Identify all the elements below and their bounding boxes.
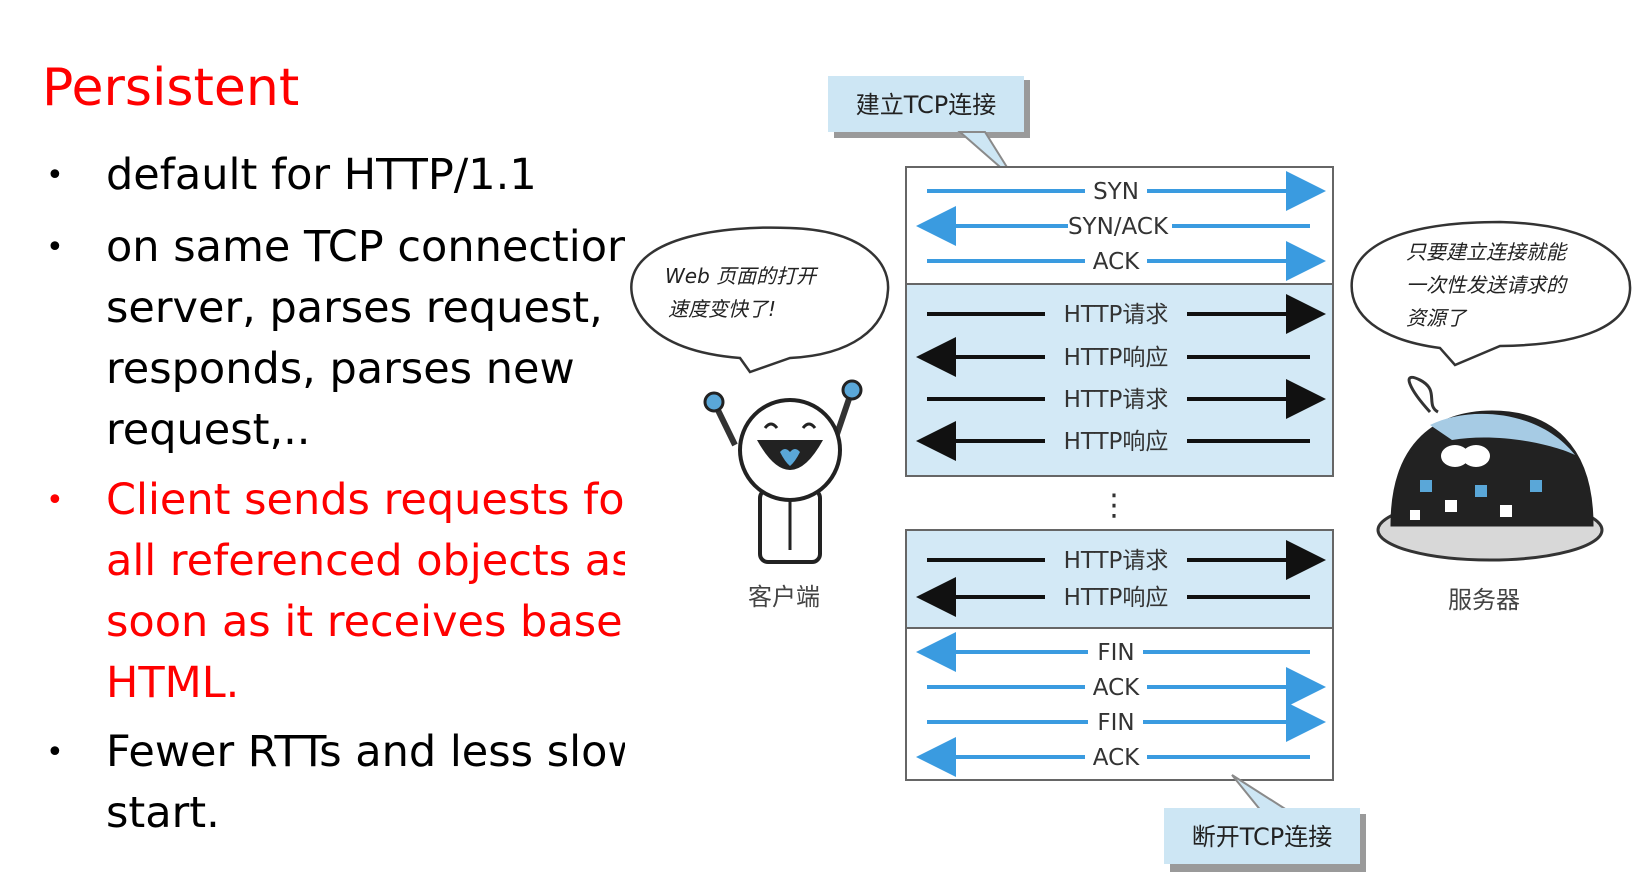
request-arrows-2: HTTP请求 HTTP响应: [916, 540, 1326, 617]
arrow-label: HTTP响应: [1064, 429, 1169, 455]
callout-close-text: 断开TCP连接: [1192, 823, 1332, 851]
bullet-marker: •: [46, 230, 64, 265]
bullet-marker: •: [46, 483, 64, 518]
server-bubble-line: 只要建立连接就能: [1406, 240, 1568, 264]
server-speech-bubble: 只要建立连接就能 一次性发送请求的 资源了: [1350, 220, 1632, 367]
arrow-label: HTTP请求: [1064, 387, 1169, 413]
arrow-label: HTTP响应: [1064, 585, 1169, 611]
arrow-label: HTTP请求: [1064, 302, 1169, 328]
client-label: 客户端: [748, 583, 820, 611]
ellipsis: ⋮: [1099, 488, 1129, 523]
arrow-label: HTTP请求: [1064, 548, 1169, 574]
bullet-text: Fewer RTTs and less slow start.: [106, 727, 625, 838]
requests-panel-2: [905, 529, 1334, 629]
client-speech-bubble: Web 页面的打开 速度变快了!: [630, 226, 890, 374]
arrow-label: HTTP响应: [1064, 345, 1169, 371]
callout-close-connection: 断开TCP连接: [1164, 774, 1366, 872]
callout-open-connection: 建立TCP连接: [828, 76, 1030, 181]
server-bubble-line: 一次性发送请求的: [1406, 273, 1568, 297]
bullet-marker: •: [46, 735, 64, 770]
server-bubble-line: 资源了: [1406, 306, 1468, 330]
teardown-arrows: FIN ACK FIN ACK: [916, 632, 1326, 777]
client-robot-illustration: [703, 379, 863, 564]
arrow-label: SYN/ACK: [1068, 214, 1169, 240]
bullet-list: • default for HTTP/1.1 • on same TCP con…: [0, 0, 625, 892]
client-bubble-line: 速度变快了!: [668, 297, 776, 321]
server-label: 服务器: [1448, 586, 1520, 614]
arrow-label: ACK: [1093, 249, 1140, 275]
arrow-label: ACK: [1093, 675, 1140, 701]
callout-open-text: 建立TCP连接: [856, 91, 996, 119]
arrow-label: FIN: [1097, 640, 1134, 666]
server-robot-illustration: [1376, 375, 1604, 562]
handshake-arrows: SYN SYN/ACK ACK: [916, 171, 1326, 281]
client-bubble-line: Web 页面的打开: [665, 264, 819, 288]
bullet-marker: •: [46, 158, 64, 193]
bullet-text: default for HTTP/1.1: [106, 150, 537, 200]
bullet-text: Client sends requests for all referenced…: [106, 475, 625, 708]
arrow-label: FIN: [1097, 710, 1134, 736]
bullet-text: on same TCP connection server, parses re…: [106, 222, 625, 455]
request-arrows-1: HTTP请求 HTTP响应 HTTP请求 HTTP响应: [916, 294, 1326, 461]
arrow-label: ACK: [1093, 745, 1140, 771]
arrow-label: SYN: [1093, 179, 1139, 205]
slide-title: Persistent: [42, 58, 300, 118]
